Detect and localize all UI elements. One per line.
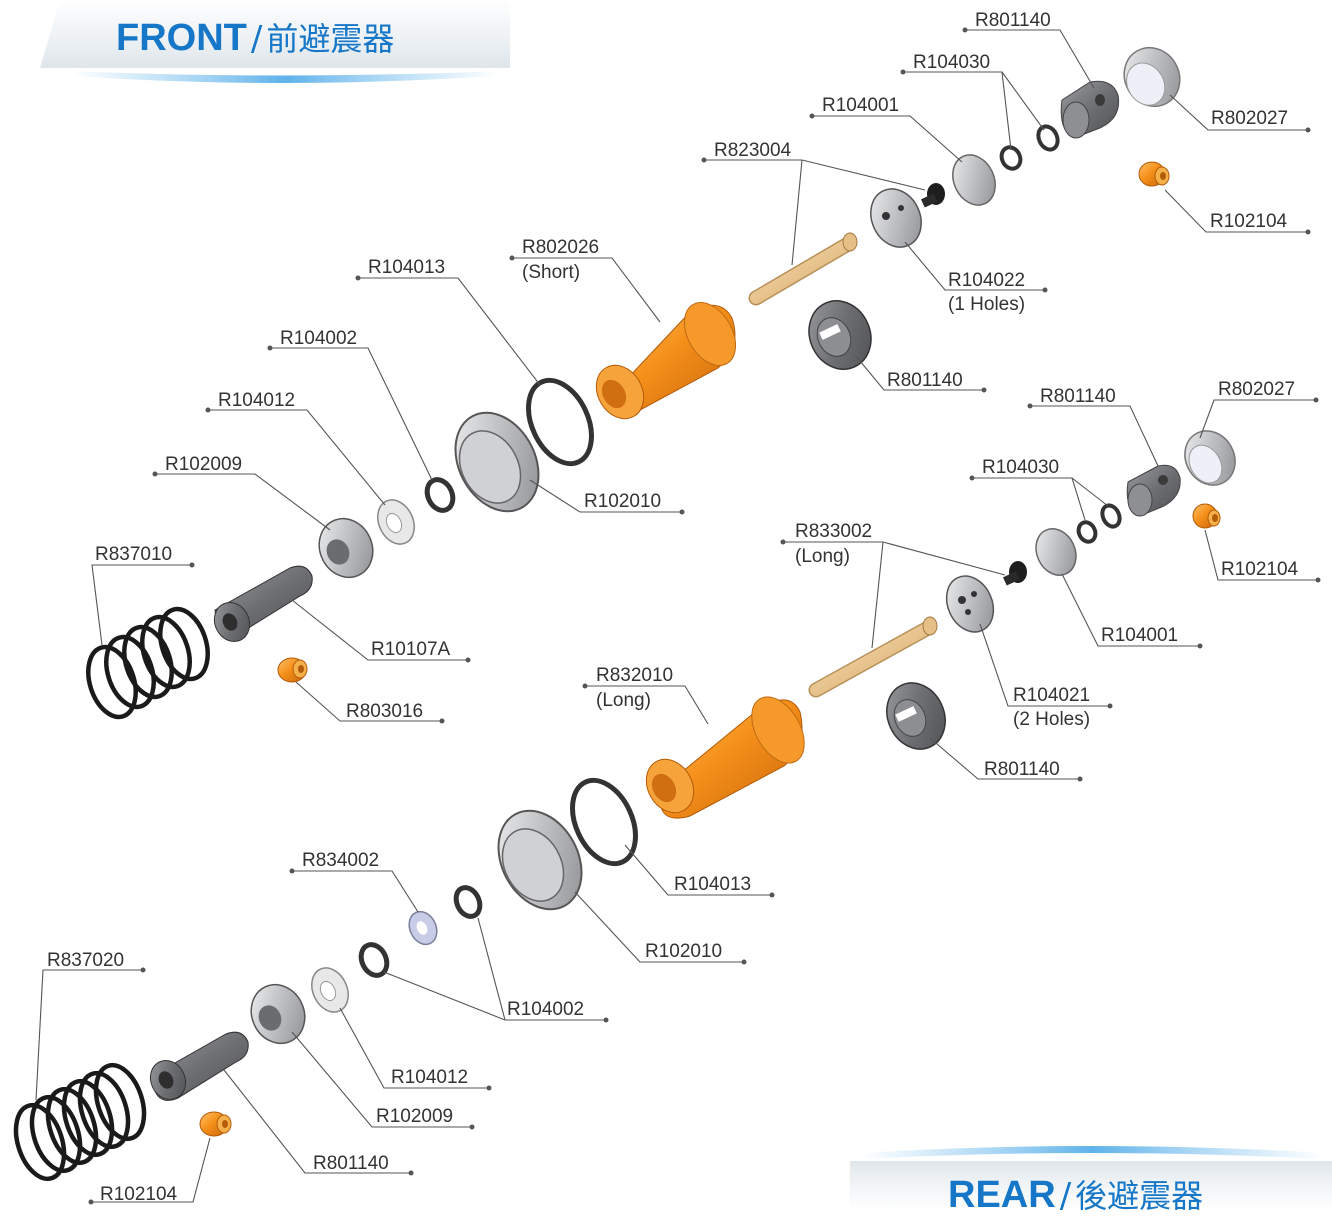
rear-spring-collar <box>250 983 306 1045</box>
front-spring-cup <box>808 300 872 370</box>
label-f-r102104: R102104 <box>1210 211 1288 232</box>
rear-piston <box>945 575 995 633</box>
label-r-r102104: R102104 <box>100 1184 178 1205</box>
front-spring <box>86 606 210 720</box>
label-r-r837020: R837020 <box>47 950 124 971</box>
rear-ball-bushing <box>199 1111 232 1137</box>
rear-spring <box>13 1062 147 1182</box>
label-r-r104021: R104021 <box>1013 685 1090 706</box>
rear-o-ring-small-1 <box>1100 503 1122 529</box>
rear-banner: REAR/後避震器 <box>850 1135 1332 1216</box>
label-r-r833002-note: (Long) <box>795 546 850 567</box>
label-r-r801140-end: R801140 <box>313 1153 389 1174</box>
label-r-r104013: R104013 <box>674 874 751 895</box>
label-f-r104002: R104002 <box>280 328 357 349</box>
front-diaphragm <box>952 154 996 206</box>
label-f-r104022: R104022 <box>948 270 1025 291</box>
label-r-r102104: R102104 <box>1221 559 1299 580</box>
label-r-r104030: R104030 <box>982 457 1059 478</box>
rear-shock-cap <box>1184 430 1236 486</box>
front-spring-collar <box>318 517 374 579</box>
front-shock-collar <box>454 411 540 513</box>
label-r-r833002: R833002 <box>795 521 872 542</box>
label-r-r801140-mid: R801140 <box>984 759 1060 780</box>
front-shock-end <box>1060 80 1120 139</box>
rear-spacer-washer <box>408 910 438 946</box>
front-shock-shaft <box>748 232 858 306</box>
label-f-r104013: R104013 <box>368 257 445 278</box>
label-r-r104012: R104012 <box>391 1067 468 1088</box>
front-banner: FRONT/前避震器 <box>40 0 510 92</box>
label-f-r802026-note: (Short) <box>522 262 580 283</box>
rear-shock-shaft <box>808 616 938 698</box>
label-f-r802026: R802026 <box>522 237 599 258</box>
front-ball-bushing <box>277 657 308 683</box>
front-banner-background <box>40 0 510 83</box>
front-o-ring-small-2 <box>999 145 1023 171</box>
front-callouts: R801140 R104030 R802027 R104001 R823004 … <box>91 10 1311 724</box>
rear-shock-collar <box>497 809 583 911</box>
label-r-r104021-note: (2 Holes) <box>1013 709 1090 730</box>
front-piston <box>870 188 922 248</box>
rear-rod-end <box>149 1031 249 1101</box>
label-r-r832010-note: (Long) <box>596 690 651 711</box>
label-f-r104012: R104012 <box>218 390 295 411</box>
front-rod-end <box>213 565 313 642</box>
rear-parts <box>13 430 1236 1182</box>
label-f-r802027: R802027 <box>1211 108 1288 129</box>
label-f-r823004: R823004 <box>714 140 792 161</box>
label-f-r104030: R104030 <box>913 52 990 73</box>
label-f-r104022-note: (1 Holes) <box>948 294 1025 315</box>
label-f-r801140-top: R801140 <box>975 10 1051 31</box>
front-piston-nut <box>920 183 945 208</box>
rear-o-ring-small-2 <box>1076 520 1098 544</box>
rear-shock-end <box>1126 464 1181 517</box>
label-r-r801140-top: R801140 <box>1040 386 1116 407</box>
rear-title: REAR <box>948 1174 1056 1216</box>
rear-callouts: R801140 R802027 R104030 R833002 (Long) R… <box>35 379 1321 1205</box>
front-parts <box>86 46 1181 720</box>
label-r-r104002: R104002 <box>507 999 584 1020</box>
rear-subtitle: 後避震器 <box>1075 1177 1204 1215</box>
label-r-r102009: R102009 <box>376 1106 453 1127</box>
label-r-r834002: R834002 <box>302 850 379 871</box>
rear-piston-nut <box>1002 561 1027 586</box>
front-title: FRONT <box>116 17 247 59</box>
label-r-r102010: R102010 <box>645 941 722 962</box>
front-separator: / <box>250 19 263 59</box>
label-f-r102009: R102009 <box>165 454 242 475</box>
front-o-ring-small-1 <box>1036 124 1060 152</box>
label-f-r102010: R102010 <box>584 491 661 512</box>
label-r-r802027: R802027 <box>1218 379 1295 400</box>
front-top-ball-bushing <box>1138 161 1170 187</box>
front-subtitle: 前避震器 <box>266 20 395 58</box>
rear-banner-background <box>850 1146 1332 1210</box>
label-f-r104001: R104001 <box>822 95 899 116</box>
rear-shock-body <box>645 696 805 819</box>
front-o-ring-medium <box>424 477 456 513</box>
front-shock-body <box>595 302 737 420</box>
label-r-r104001: R104001 <box>1101 625 1178 646</box>
front-shock-cap <box>1123 46 1181 108</box>
rear-o-ring-medium-2 <box>358 942 390 978</box>
label-r-r832010: R832010 <box>596 665 673 686</box>
rear-diaphragm <box>1035 528 1077 576</box>
rear-spring-cup <box>886 682 946 750</box>
label-f-r801140-mid: R801140 <box>887 370 963 391</box>
front-o-ring-large <box>526 377 594 467</box>
front-washer <box>377 499 415 545</box>
rear-o-ring-medium-1 <box>453 885 483 919</box>
label-f-r10107a: R10107A <box>371 639 451 660</box>
rear-separator: / <box>1059 1176 1072 1216</box>
rear-washer <box>311 967 349 1013</box>
label-f-r803016: R803016 <box>346 701 423 722</box>
rear-o-ring-large <box>570 777 638 867</box>
rear-top-ball-bushing <box>1192 503 1221 529</box>
label-f-r837010: R837010 <box>95 544 172 565</box>
